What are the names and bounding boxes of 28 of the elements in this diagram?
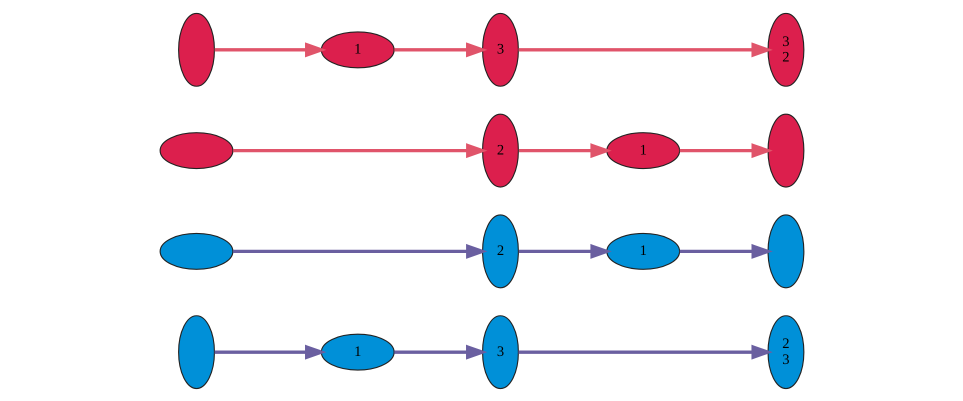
node-ellipse xyxy=(178,12,214,86)
node-ellipse: 3 2 xyxy=(766,12,804,86)
node-ellipse: 1 xyxy=(320,333,394,370)
node-ellipse: 1 xyxy=(320,30,394,68)
node-ellipse xyxy=(159,132,233,169)
arrow xyxy=(518,243,612,258)
arrow xyxy=(518,344,772,360)
arrow xyxy=(679,243,772,258)
node-ellipse: 2 xyxy=(482,214,518,288)
node-ellipse xyxy=(766,214,804,288)
node-ellipse: 3 xyxy=(482,12,518,86)
node-ellipse: 1 xyxy=(606,132,680,169)
node-ellipse xyxy=(159,232,233,270)
node-ellipse xyxy=(178,314,214,389)
node-ellipse: 2 xyxy=(482,113,518,188)
arrow xyxy=(232,142,487,158)
node-ellipse xyxy=(766,113,804,188)
node-ellipse: 2 3 xyxy=(766,314,804,389)
arrow xyxy=(518,42,772,57)
arrow xyxy=(214,344,326,360)
node-ellipse: 1 xyxy=(606,232,680,270)
node-ellipse: 3 xyxy=(482,314,518,389)
arrow xyxy=(518,142,612,158)
arrow xyxy=(394,344,487,360)
arrow xyxy=(232,243,487,258)
arrow xyxy=(394,42,487,57)
arrow xyxy=(679,142,772,158)
arrow xyxy=(214,42,326,57)
